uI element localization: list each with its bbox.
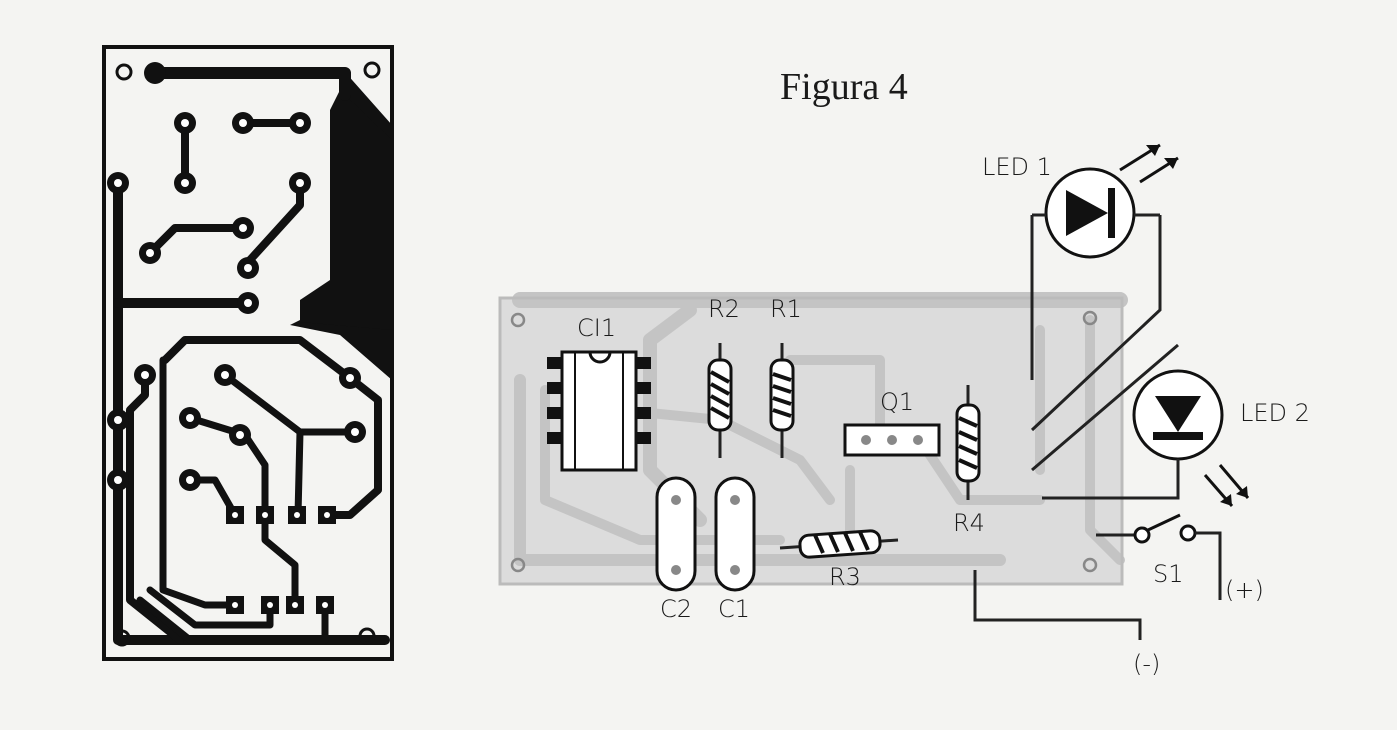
label-minus: (-): [1133, 650, 1160, 678]
ci1-ic: [547, 350, 651, 472]
led2: [1030, 343, 1250, 507]
component-layout: [498, 143, 1250, 640]
label-s1: S1: [1153, 560, 1184, 588]
label-plus: (+): [1225, 576, 1264, 604]
s1-switch: [1096, 513, 1222, 600]
label-r3: R3: [829, 563, 861, 591]
label-c2: C2: [660, 595, 692, 623]
c2-capacitor: [655, 476, 697, 592]
mounting-hole: [1082, 310, 1098, 326]
mounting-hole: [113, 629, 131, 647]
mounting-hole: [115, 63, 133, 81]
negative-lead: [973, 570, 1142, 640]
r2-resistor: [707, 343, 733, 458]
mounting-hole: [1082, 557, 1098, 573]
pcb-pads: [107, 62, 366, 614]
label-q1: Q1: [880, 388, 914, 416]
label-c1: C1: [718, 595, 750, 623]
mounting-hole: [358, 627, 376, 645]
label-r2: R2: [708, 295, 740, 323]
q1-transistor: [843, 423, 941, 457]
mounting-hole: [510, 557, 526, 573]
pcb-copper-layout: [102, 45, 394, 661]
led1: [1030, 143, 1179, 432]
figure-title: Figura 4: [780, 66, 908, 108]
r4-resistor: [955, 385, 981, 500]
label-r1: R1: [770, 295, 802, 323]
c1-capacitor: [714, 476, 756, 592]
label-led1: LED 1: [982, 153, 1052, 181]
label-led2: LED 2: [1240, 399, 1310, 427]
mounting-hole: [510, 312, 526, 328]
label-r4: R4: [953, 509, 985, 537]
r1-resistor: [769, 343, 795, 458]
trace: [149, 67, 351, 101]
mounting-hole: [363, 61, 381, 79]
r3-resistor: [779, 529, 899, 559]
label-ci1: CI1: [577, 314, 616, 342]
